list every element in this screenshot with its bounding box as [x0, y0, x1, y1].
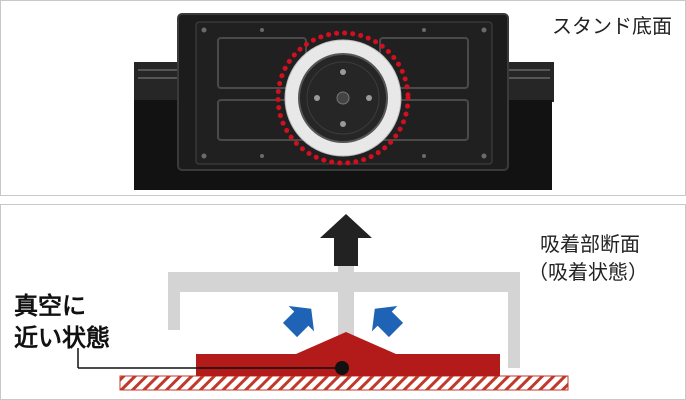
down-left-arrow-icon — [371, 305, 404, 338]
stand-bottom-photo — [134, 13, 554, 190]
vacuum-label-line1: 真空に — [14, 292, 86, 320]
vacuum-label-line2: 近い状態 — [14, 324, 110, 352]
left-side-mount — [134, 62, 184, 102]
suction-area-dotted-outline — [275, 30, 411, 166]
stand-bottom-label: スタンド底面 — [552, 14, 672, 38]
right-side-mount — [504, 62, 554, 102]
section-title: 吸着部断面 — [540, 232, 640, 256]
mounting-surface — [119, 375, 569, 391]
section-subtitle: （吸着状態） — [528, 260, 648, 284]
suction-section-diagram — [77, 214, 569, 391]
down-right-arrow-icon — [282, 305, 315, 338]
plate-screws — [201, 27, 487, 159]
vacuum-point-dot — [335, 361, 349, 375]
center-screws — [314, 69, 372, 127]
up-arrow-icon — [320, 214, 372, 266]
suction-pad — [196, 332, 500, 376]
